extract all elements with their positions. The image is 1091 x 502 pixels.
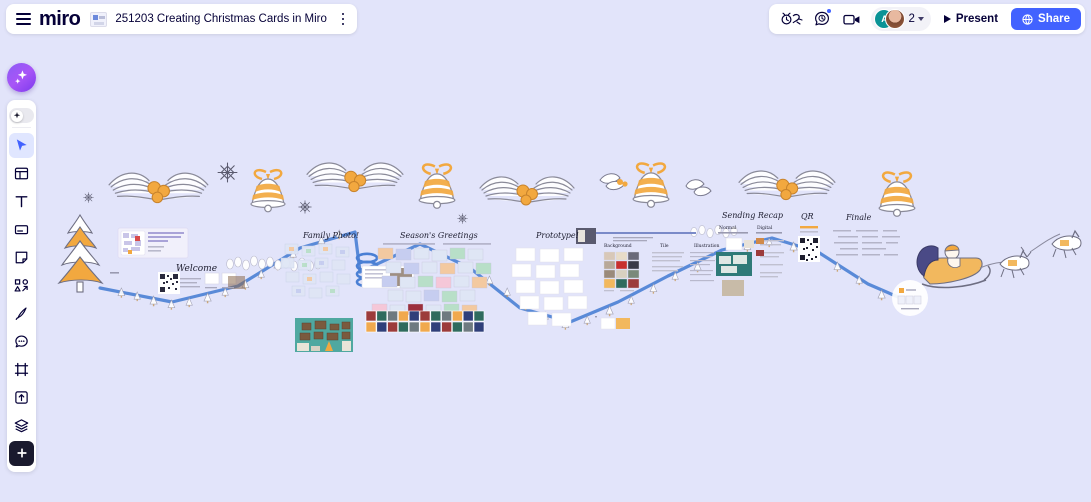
card-thumbnail[interactable] — [419, 310, 431, 322]
avatar — [885, 9, 906, 29]
sparkle-icon — [13, 111, 20, 118]
card-thumbnail[interactable] — [376, 310, 388, 322]
card-thumbnail[interactable] — [430, 321, 442, 333]
card-thumbnail[interactable] — [452, 310, 463, 322]
card-icon — [14, 224, 29, 234]
text-tool[interactable] — [9, 189, 34, 214]
card-thumbnail[interactable] — [473, 321, 485, 333]
card-thumbnail[interactable] — [376, 321, 388, 333]
share-label: Share — [1038, 13, 1070, 25]
note-tool[interactable] — [9, 217, 34, 242]
templates-tool[interactable] — [9, 161, 34, 186]
board-thumbnail-icon — [90, 11, 108, 27]
upload-tool[interactable] — [9, 385, 34, 410]
shapes-connector-icon — [14, 278, 29, 292]
cursor-icon — [16, 138, 27, 151]
collaborators-menu[interactable]: A 2 — [871, 7, 931, 31]
card-thumbnail[interactable] — [387, 310, 398, 322]
share-button[interactable]: Share — [1011, 8, 1081, 30]
card-thumbnail[interactable] — [365, 321, 377, 333]
collaborator-count: 2 — [908, 13, 915, 25]
card-thumbnail[interactable] — [462, 310, 474, 322]
board-header-bar: miro 251203 Creating Christmas Cards in … — [6, 4, 357, 34]
timer-icon[interactable] — [779, 7, 805, 31]
comment-bubble-icon — [15, 334, 28, 347]
layers-tool[interactable] — [9, 413, 34, 438]
card-thumbnail[interactable] — [441, 321, 452, 333]
card-thumbnail[interactable] — [419, 321, 431, 333]
left-toolbar — [7, 100, 36, 472]
toolbar-divider — [12, 127, 31, 128]
text-t-icon — [15, 195, 28, 207]
board-topright-bar: A 2 Present Share — [769, 4, 1085, 34]
frame-icon — [14, 362, 29, 376]
upload-icon — [15, 390, 28, 404]
reactions-smiley-icon[interactable] — [809, 7, 835, 31]
more-apps-button[interactable] — [9, 440, 34, 466]
layers-icon — [14, 418, 29, 432]
chevron-down-icon — [917, 17, 924, 21]
card-thumbnail[interactable] — [462, 321, 474, 333]
frame-tool[interactable] — [9, 357, 34, 382]
card-thumbnail[interactable] — [452, 321, 463, 333]
shapes-tool[interactable] — [9, 273, 34, 298]
sticky-note-icon — [15, 251, 28, 263]
card-thumbnail[interactable] — [398, 321, 409, 333]
miro-logo[interactable]: miro — [39, 8, 81, 30]
card-thumbnail[interactable] — [365, 310, 377, 322]
ai-assistant-button[interactable] — [7, 63, 36, 92]
board-title[interactable]: 251203 Creating Christmas Cards in Miro — [115, 13, 327, 25]
avatar-group: A — [874, 9, 906, 29]
plus-icon — [16, 448, 27, 458]
present-label: Present — [955, 13, 999, 25]
globe-icon — [1022, 13, 1033, 25]
notification-dot — [827, 9, 832, 13]
video-camera-icon[interactable] — [839, 7, 865, 31]
pen-icon — [15, 306, 27, 320]
card-thumbnail[interactable] — [408, 310, 420, 322]
select-tool[interactable] — [9, 132, 34, 158]
card-thumbnail[interactable] — [398, 310, 409, 322]
sparkle-icon — [15, 70, 27, 84]
hamburger-menu-icon[interactable] — [16, 13, 31, 25]
card-thumbnail[interactable] — [430, 310, 442, 322]
card-thumbnail[interactable] — [441, 310, 452, 322]
ai-toggle[interactable] — [9, 108, 34, 123]
present-button[interactable]: Present — [935, 9, 1007, 29]
sticky-note-tool[interactable] — [9, 245, 34, 270]
pen-tool[interactable] — [9, 301, 34, 326]
comment-tool[interactable] — [9, 329, 34, 354]
card-thumbnail[interactable] — [408, 321, 420, 333]
card-thumbnail[interactable] — [387, 321, 398, 333]
template-icon — [14, 167, 29, 179]
play-icon — [943, 15, 951, 23]
toggle-knob — [10, 109, 23, 122]
card-thumbnail[interactable] — [473, 310, 485, 322]
kebab-menu-icon[interactable] — [335, 12, 349, 26]
